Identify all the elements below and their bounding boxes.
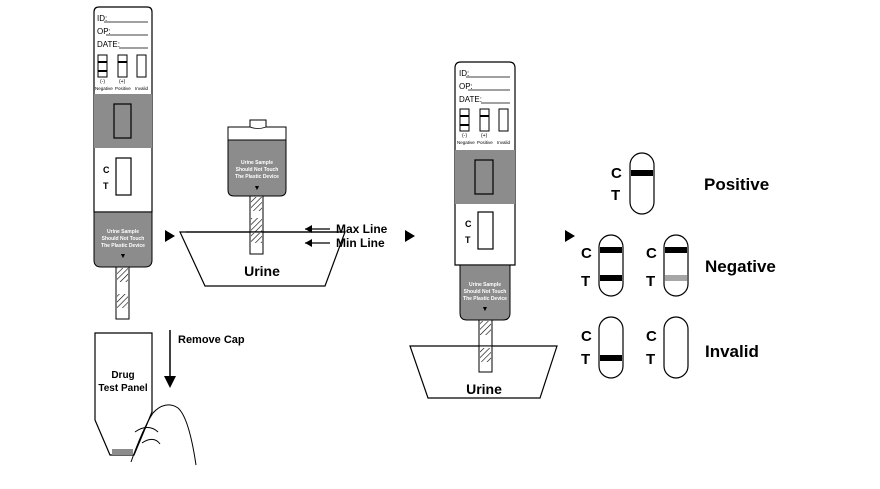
- legend-negative-label: Negative: [95, 86, 113, 91]
- min-line-label: Min Line: [336, 236, 385, 250]
- result-window: [477, 211, 494, 250]
- test-device-left: ID: OP: DATE: (-) Negative (+) Positive …: [93, 6, 153, 320]
- arrow-down-icon: ▼: [482, 306, 489, 313]
- legend-positive-label: Positive: [477, 140, 493, 145]
- result-negative: C T C T Negative: [581, 234, 776, 297]
- t-label: T: [581, 351, 590, 368]
- date-label: DATE:: [97, 40, 120, 49]
- t-label: T: [646, 351, 655, 368]
- legend-invalid-label: Invalid: [135, 86, 149, 91]
- svg-text:The Plastic Device: The Plastic Device: [235, 174, 279, 180]
- dip-step: Urine Sample Should Not Touch The Plasti…: [179, 119, 388, 287]
- window-t-label: T: [103, 181, 109, 191]
- c-label: C: [646, 328, 657, 345]
- svg-text:Should Not Touch: Should Not Touch: [102, 236, 145, 242]
- legend-positive-label: Positive: [115, 86, 131, 91]
- svg-text:Urine Sample: Urine Sample: [241, 160, 273, 166]
- date-label: DATE:: [459, 95, 482, 104]
- result-legend: (-) Negative (+) Positive Invalid: [457, 108, 511, 145]
- max-line-label: Max Line: [336, 222, 388, 236]
- drug-panel-title-2: Test Panel: [98, 383, 147, 394]
- window-c-label: C: [465, 219, 472, 229]
- warning-text: Urine Sample Should Not Touch The Plasti…: [463, 282, 507, 302]
- t-label: T: [646, 273, 655, 290]
- result-legend: (-) Negative (+) Positive Invalid: [95, 54, 149, 91]
- step-arrow-3: [565, 230, 575, 242]
- result-invalid: C T C T Invalid: [581, 316, 759, 379]
- result-window: [115, 157, 132, 196]
- remove-cap-label: Remove Cap: [178, 334, 245, 346]
- c-label: C: [581, 328, 592, 345]
- legend-negative-label: Negative: [457, 140, 475, 145]
- cap-and-hand: Drug Test Panel Remove Cap: [94, 330, 245, 466]
- arrow-down-icon: ▼: [120, 253, 127, 260]
- step-arrow-2: [405, 230, 415, 242]
- window-t-label: T: [465, 235, 471, 245]
- legend-invalid-label: Invalid: [497, 140, 511, 145]
- c-label: C: [581, 245, 592, 262]
- svg-text:The Plastic Device: The Plastic Device: [101, 243, 145, 249]
- svg-text:The Plastic Device: The Plastic Device: [463, 296, 507, 302]
- svg-text:Should Not Touch: Should Not Touch: [236, 167, 279, 173]
- t-label: T: [581, 273, 590, 290]
- op-label: OP:: [97, 27, 111, 36]
- svg-text:Should Not Touch: Should Not Touch: [464, 289, 507, 295]
- result-positive: C T Positive: [611, 152, 769, 215]
- positive-label: Positive: [704, 175, 769, 194]
- arrow-down-icon: ▼: [254, 185, 261, 192]
- invalid-label: Invalid: [705, 342, 759, 361]
- svg-text:Urine Sample: Urine Sample: [469, 282, 501, 288]
- legend-negative-sign: (-): [462, 133, 467, 139]
- t-label: T: [611, 187, 620, 204]
- c-label: C: [611, 165, 622, 182]
- warning-text: Urine Sample Should Not Touch The Plasti…: [101, 229, 145, 249]
- window-c-label: C: [103, 165, 110, 175]
- legend-positive-sign: (+): [481, 133, 488, 139]
- id-label: ID:: [459, 69, 469, 78]
- negative-label: Negative: [705, 257, 776, 276]
- c-label: C: [646, 245, 657, 262]
- id-label: ID:: [97, 14, 107, 23]
- warning-text-dip: Urine Sample Should Not Touch The Plasti…: [235, 160, 279, 180]
- op-label: OP:: [459, 82, 473, 91]
- cup-label: Urine: [244, 263, 280, 279]
- test-device-right: ID: OP: DATE: (-) Negative (+) Positive …: [409, 61, 558, 399]
- legend-negative-sign: (-): [100, 79, 105, 85]
- cup-label: Urine: [466, 381, 502, 397]
- legend-positive-sign: (+): [119, 79, 126, 85]
- drug-panel-title-1: Drug: [111, 370, 134, 381]
- step-arrow-1: [165, 230, 175, 242]
- svg-text:Urine Sample: Urine Sample: [107, 229, 139, 235]
